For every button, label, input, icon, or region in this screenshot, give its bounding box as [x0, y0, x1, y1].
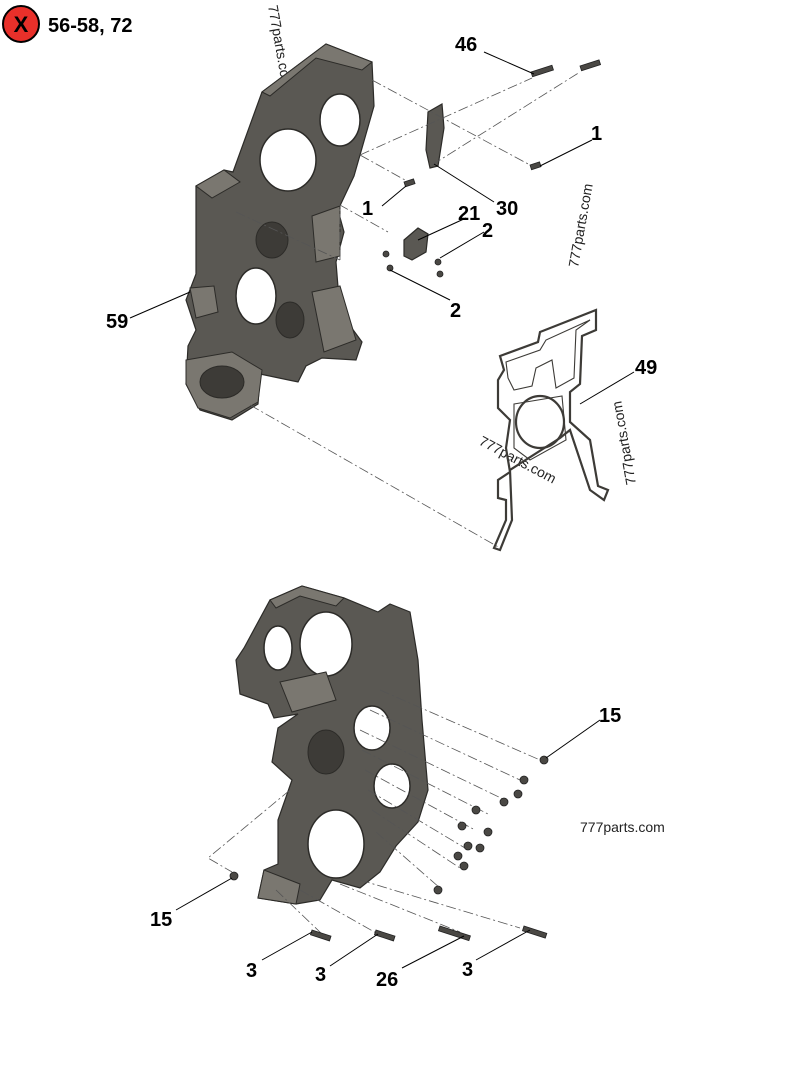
- callout-3-left: 3: [246, 960, 257, 982]
- watermark-right: 777parts.com: [565, 182, 595, 268]
- callout-26: 26: [376, 969, 398, 991]
- watermark-bottom: 777parts.com: [580, 819, 665, 835]
- callout-49: 49: [635, 357, 657, 379]
- assembly-lines-upper: [235, 71, 581, 549]
- assembly-lines-lower: [207, 689, 541, 935]
- callout-2-upper: 2: [482, 220, 493, 242]
- callout-30: 30: [496, 198, 518, 220]
- gear-housing-lower: [235, 585, 429, 905]
- callout-labels: 46 1 1 21 30 2 2 59 49 15 15 3 3 26 3: [106, 34, 657, 991]
- bracket-part-21: [403, 227, 429, 261]
- callout-46: 46: [455, 34, 477, 56]
- badge-text: 56-58, 72: [48, 15, 133, 37]
- callout-3-right: 3: [462, 959, 473, 981]
- exclusion-badge: X 56-58, 72: [2, 5, 133, 43]
- bolts-upper: [382, 59, 602, 278]
- callout-1-right: 1: [591, 123, 602, 145]
- badge-symbol: X: [14, 12, 29, 37]
- callout-15-left: 15: [150, 909, 172, 931]
- callout-15-right: 15: [599, 705, 621, 727]
- bracket-part-30: [425, 103, 445, 169]
- watermark-gasket-flipped: 777parts.com: [608, 400, 638, 486]
- watermark-gasket: 777parts.com: [477, 433, 559, 487]
- callout-2-lower: 2: [450, 300, 461, 322]
- callout-59: 59: [106, 311, 128, 333]
- callout-3-mid: 3: [315, 964, 326, 986]
- red-x-icon: [2, 5, 40, 43]
- callout-1-left: 1: [362, 198, 373, 220]
- callout-21: 21: [458, 203, 480, 225]
- leader-lines: [129, 51, 635, 969]
- gear-housing-upper: [185, 43, 375, 421]
- gasket-part-49: [492, 308, 610, 552]
